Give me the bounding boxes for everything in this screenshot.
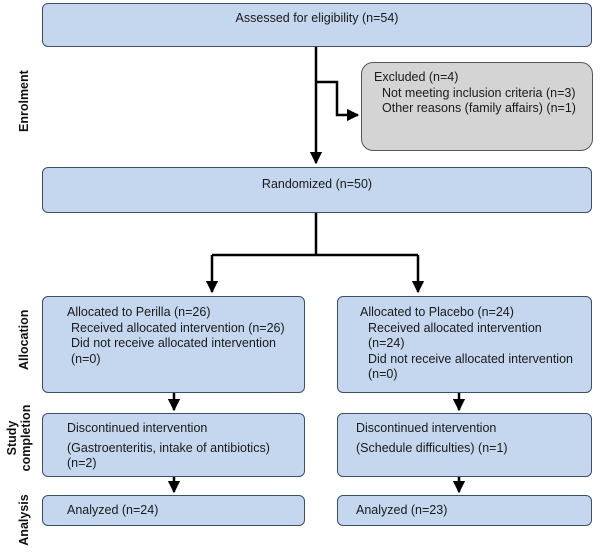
placebo-received: Received allocated intervention	[368, 320, 542, 335]
perilla-analyzed: Analyzed (n=24)	[67, 503, 159, 517]
excluded-reason-1: Not meeting inclusion criteria (n=3)	[382, 85, 576, 100]
stage-label-allocation: Allocation	[17, 309, 31, 370]
placebo-analyzed: Analyzed (n=23)	[356, 503, 448, 517]
perilla-received: Received allocated intervention (n=26)	[71, 320, 285, 335]
perilla-discontinued-title: Discontinued intervention	[67, 421, 208, 435]
randomized-box: Randomized (n=50)	[42, 167, 592, 213]
stage-label-enrolment: Enrolment	[17, 70, 31, 132]
arrow-to-excluded	[316, 80, 360, 122]
perilla-allocation-title: Allocated to Perilla (n=26)	[67, 305, 211, 319]
placebo-allocation-box: Allocated to Placebo (n=24) Received all…	[337, 296, 592, 393]
perilla-analysis-box: Analyzed (n=24)	[42, 495, 305, 526]
eligibility-text: Assessed for eligibility (n=54)	[235, 11, 399, 25]
placebo-not-received: Did not receive allocated intervention	[368, 351, 573, 366]
perilla-completion-box: Discontinued intervention (Gastroenterit…	[42, 413, 305, 477]
placebo-not-received-count: (n=0)	[368, 367, 398, 381]
perilla-not-received: Did not receive allocated intervention	[71, 336, 276, 350]
excluded-box: Excluded (n=4) Not meeting inclusion cri…	[361, 62, 593, 151]
perilla-discontinued-count: (n=2)	[67, 456, 97, 470]
placebo-allocation-title: Allocated to Placebo (n=24)	[360, 305, 514, 319]
excluded-reason-2: Other reasons (family affairs) (n=1)	[382, 101, 576, 115]
excluded-title: Excluded (n=4)	[374, 70, 459, 84]
placebo-completion-box: Discontinued intervention (Schedule diff…	[337, 413, 592, 477]
perilla-allocation-box: Allocated to Perilla (n=26) Received all…	[42, 296, 305, 393]
perilla-discontinued-reason: (Gastroenteritis, intake of antibiotics)	[67, 440, 270, 455]
placebo-discontinued-reason: (Schedule difficulties) (n=1)	[356, 440, 508, 455]
stage-label-analysis: Analysis	[17, 494, 31, 546]
stage-label-study-completion: Study completion	[5, 404, 33, 472]
placebo-analysis-box: Analyzed (n=23)	[337, 495, 592, 526]
randomized-text: Randomized (n=50)	[261, 177, 373, 191]
placebo-received-count: (n=24)	[368, 336, 405, 350]
placebo-discontinued-title: Discontinued intervention	[356, 421, 497, 435]
perilla-not-received-count: (n=0)	[71, 351, 101, 366]
eligibility-box: Assessed for eligibility (n=54)	[42, 3, 592, 47]
